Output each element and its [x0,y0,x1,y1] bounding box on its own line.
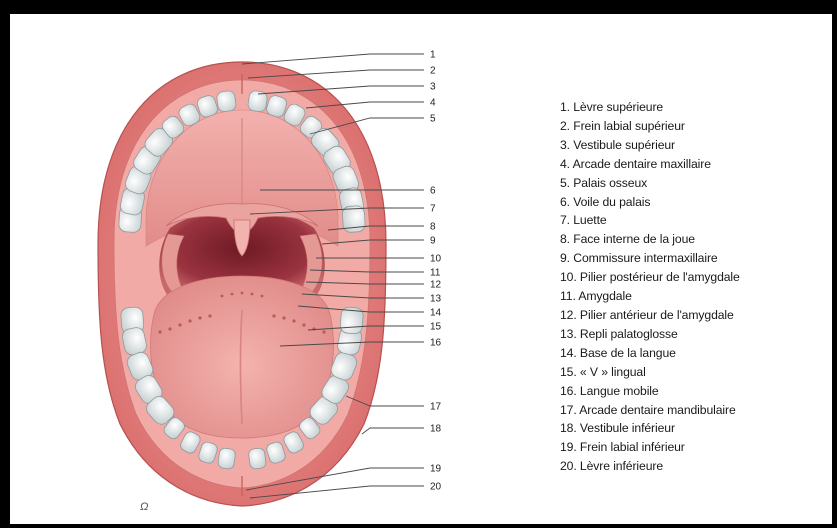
callout-number: 9 [430,236,436,247]
callout-number: 13 [430,294,442,305]
callout-number: 11 [430,268,441,279]
legend-item-7: 7. Luette [560,211,740,230]
callout-number: 18 [430,424,442,435]
callout-number: 4 [430,98,436,109]
callout-number: 20 [430,482,442,493]
figure-canvas: 1234567891011121314151617181920 Ω 1. Lèv… [10,14,832,524]
callout-number: 5 [430,114,436,125]
legend-item-19: 19. Frein labial inférieur [560,438,740,457]
callout-number: 2 [430,66,436,77]
legend-item-15: 15. « V » lingual [560,363,740,382]
legend-item-20: 20. Lèvre inférieure [560,457,740,476]
legend-item-3: 3. Vestibule supérieur [560,136,740,155]
callout-number: 3 [430,82,436,93]
legend-list: 1. Lèvre supérieure 2. Frein labial supé… [560,98,740,476]
callout-number: 1 [430,50,436,61]
upper-tooth [216,90,237,112]
legend-item-1: 1. Lèvre supérieure [560,98,740,117]
callout-number: 7 [430,204,436,215]
illustrator-credit: Ω [140,501,148,513]
legend-item-16: 16. Langue mobile [560,382,740,401]
callout-number: 15 [430,322,442,333]
legend-item-18: 18. Vestibule inférieur [560,419,740,438]
legend-item-10: 10. Pilier postérieur de l'amygdale [560,268,740,287]
legend-item-14: 14. Base de la langue [560,344,740,363]
leader-line [242,54,424,64]
lower-tooth [248,448,267,470]
callout-number: 17 [430,402,442,413]
callout-number: 16 [430,338,442,349]
legend-item-8: 8. Face interne de la joue [560,230,740,249]
lower-tooth [217,448,236,470]
callout-number: 14 [430,308,442,319]
legend-item-12: 12. Pilier antérieur de l'amygdale [560,306,740,325]
callout-number: 8 [430,222,436,233]
legend-item-13: 13. Repli palatoglosse [560,325,740,344]
legend-item-9: 9. Commissure intermaxillaire [560,249,740,268]
callout-number: 6 [430,186,436,197]
legend-item-2: 2. Frein labial supérieur [560,117,740,136]
legend-item-5: 5. Palais osseux [560,174,740,193]
legend-item-6: 6. Voile du palais [560,193,740,212]
callout-number: 19 [430,464,442,475]
legend-item-17: 17. Arcade dentaire mandibulaire [560,401,740,420]
legend-item-11: 11. Amygdale [560,287,740,306]
leader-line [362,428,424,434]
callout-number: 10 [430,254,442,265]
legend-item-4: 4. Arcade dentaire maxillaire [560,155,740,174]
callout-number: 12 [430,280,442,291]
